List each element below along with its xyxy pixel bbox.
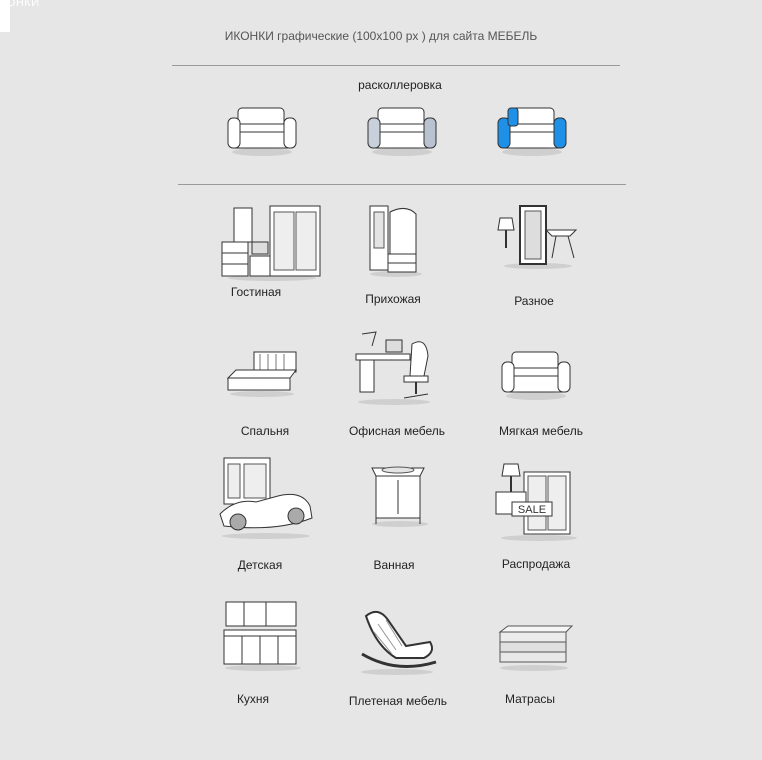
sale-badge: SALE [518, 504, 546, 516]
car-bed-icon[interactable] [216, 456, 316, 540]
category-label[interactable]: Разное [514, 294, 554, 308]
bed-icon[interactable] [224, 348, 300, 398]
category-label[interactable]: Офисная мебель [348, 424, 446, 438]
category-label[interactable]: Ванная [373, 558, 415, 572]
color-section-label: расколлеровка [358, 78, 442, 92]
sofa-blue-icon[interactable] [492, 100, 572, 160]
sofa-white-icon[interactable] [222, 100, 302, 160]
mirror-lamp-table-icon[interactable] [496, 204, 580, 270]
category-label[interactable]: Гостиная [230, 285, 282, 299]
office-desk-chair-icon[interactable] [352, 331, 436, 406]
category-label[interactable]: Кухня [236, 692, 270, 706]
sofa-icon[interactable] [496, 346, 576, 402]
living-room-wardrobe-icon[interactable] [220, 204, 324, 282]
bathroom-cabinet-icon[interactable] [368, 462, 432, 528]
mattress-stack-icon[interactable] [496, 622, 574, 672]
kitchen-set-icon[interactable] [220, 600, 306, 672]
top-divider [172, 65, 620, 66]
sale-furniture-icon[interactable]: SALE [494, 462, 584, 542]
category-label[interactable]: Плетеная мебель [348, 694, 448, 708]
corner-text: КОНКИ [0, 0, 40, 9]
middle-divider [178, 184, 626, 185]
category-label[interactable]: Распродажа [501, 557, 571, 571]
wicker-rocking-chair-icon[interactable] [356, 606, 438, 676]
category-label[interactable]: Мягкая мебель [499, 424, 583, 438]
category-label[interactable]: Прихожая [365, 292, 421, 306]
page-title: ИКОНКИ графические (100х100 px ) для сай… [224, 29, 538, 43]
category-label[interactable]: Матрасы [504, 692, 555, 706]
category-label[interactable]: Спальня [240, 424, 290, 438]
category-label[interactable]: Детская [237, 558, 283, 572]
sofa-grey-icon[interactable] [362, 100, 442, 160]
hallway-furniture-icon[interactable] [366, 204, 426, 278]
corner-block: КОНКИ [0, 0, 39, 32]
